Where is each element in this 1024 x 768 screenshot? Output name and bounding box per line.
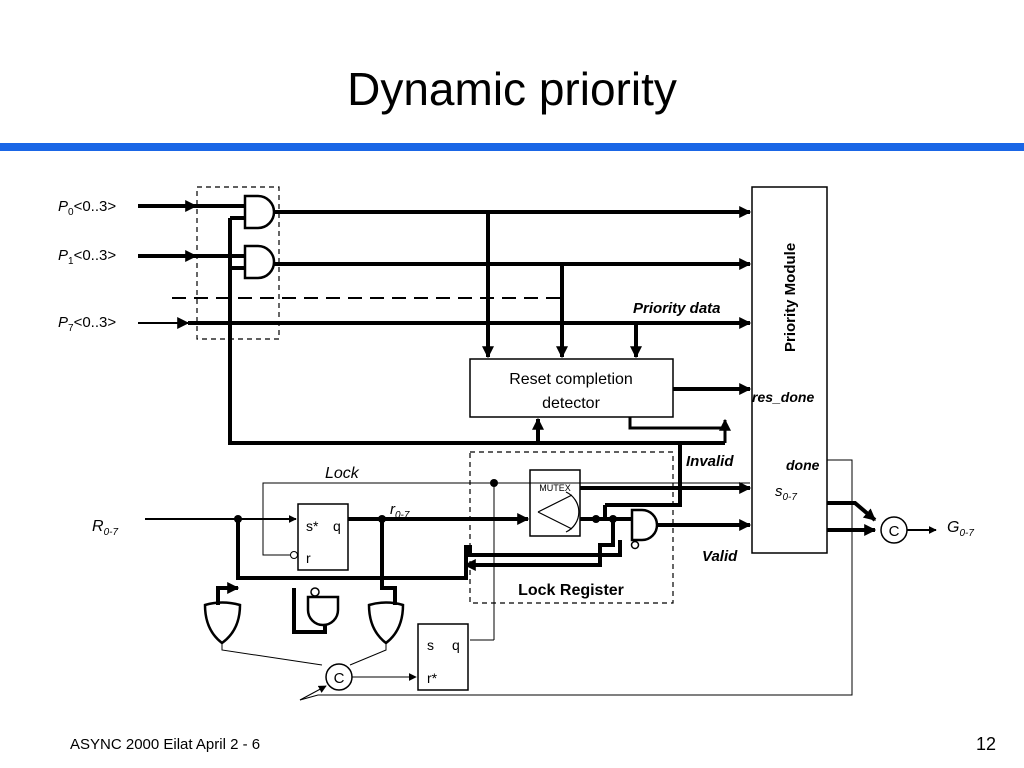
input-p1-label: P1<0..3> [58, 247, 116, 267]
slide-title: Dynamic priority [347, 63, 677, 115]
reset-completion-detector [469, 358, 674, 418]
s-output-label: s0-7 [775, 483, 797, 503]
sr-bottom-q: q [452, 637, 460, 653]
priority-module [751, 186, 828, 554]
mutex-label: MUTEX [539, 483, 571, 493]
input-p7-label: P7<0..3> [58, 314, 116, 334]
sr-bottom-s: s [427, 637, 434, 653]
or-gate-middle [367, 601, 405, 645]
reset-detector-line2: detector [542, 395, 600, 412]
sr-top-q: q [333, 518, 341, 534]
and-gate-p1 [243, 244, 276, 280]
page-number: 12 [975, 734, 996, 754]
s-output-bus [827, 501, 877, 522]
r-output-label: r0-7 [390, 501, 410, 521]
title-rule [0, 143, 1024, 151]
sr-top-r: r [306, 550, 311, 566]
c-element-bottom-label: C [334, 670, 345, 687]
sr-latch-top [297, 503, 349, 571]
done-label: done [786, 457, 820, 473]
sr-top-s: s* [306, 518, 319, 534]
priority-module-label: Priority Module [782, 243, 799, 352]
input-r-label: R0-7 [92, 518, 118, 538]
lock-label: Lock [325, 465, 360, 482]
footer-text: ASYNC 2000 Eilat April 2 - 6 [70, 736, 261, 753]
input-p0-label: P0<0..3> [58, 198, 116, 218]
and-gate-p0 [243, 194, 276, 230]
reset-detector-line1: Reset completion [509, 371, 633, 388]
sr-bottom-r: r* [427, 670, 438, 686]
lock-register-label: Lock Register [518, 582, 624, 599]
res-done-label: res_done [752, 389, 814, 405]
done-feedback [299, 459, 853, 701]
lock-register-box [469, 451, 674, 604]
and-gate-valid [630, 508, 659, 542]
priority-data-label: Priority data [633, 300, 721, 317]
enable-feedback-bus [228, 218, 725, 445]
or-gate-left [203, 601, 242, 645]
valid-label: Valid [702, 548, 738, 565]
nand-gate [306, 595, 340, 627]
g-output-label: G0-7 [947, 519, 974, 539]
invalid-label: Invalid [686, 453, 734, 470]
sr-latch-bottom [417, 623, 469, 691]
c-element-output-label: C [889, 523, 900, 540]
